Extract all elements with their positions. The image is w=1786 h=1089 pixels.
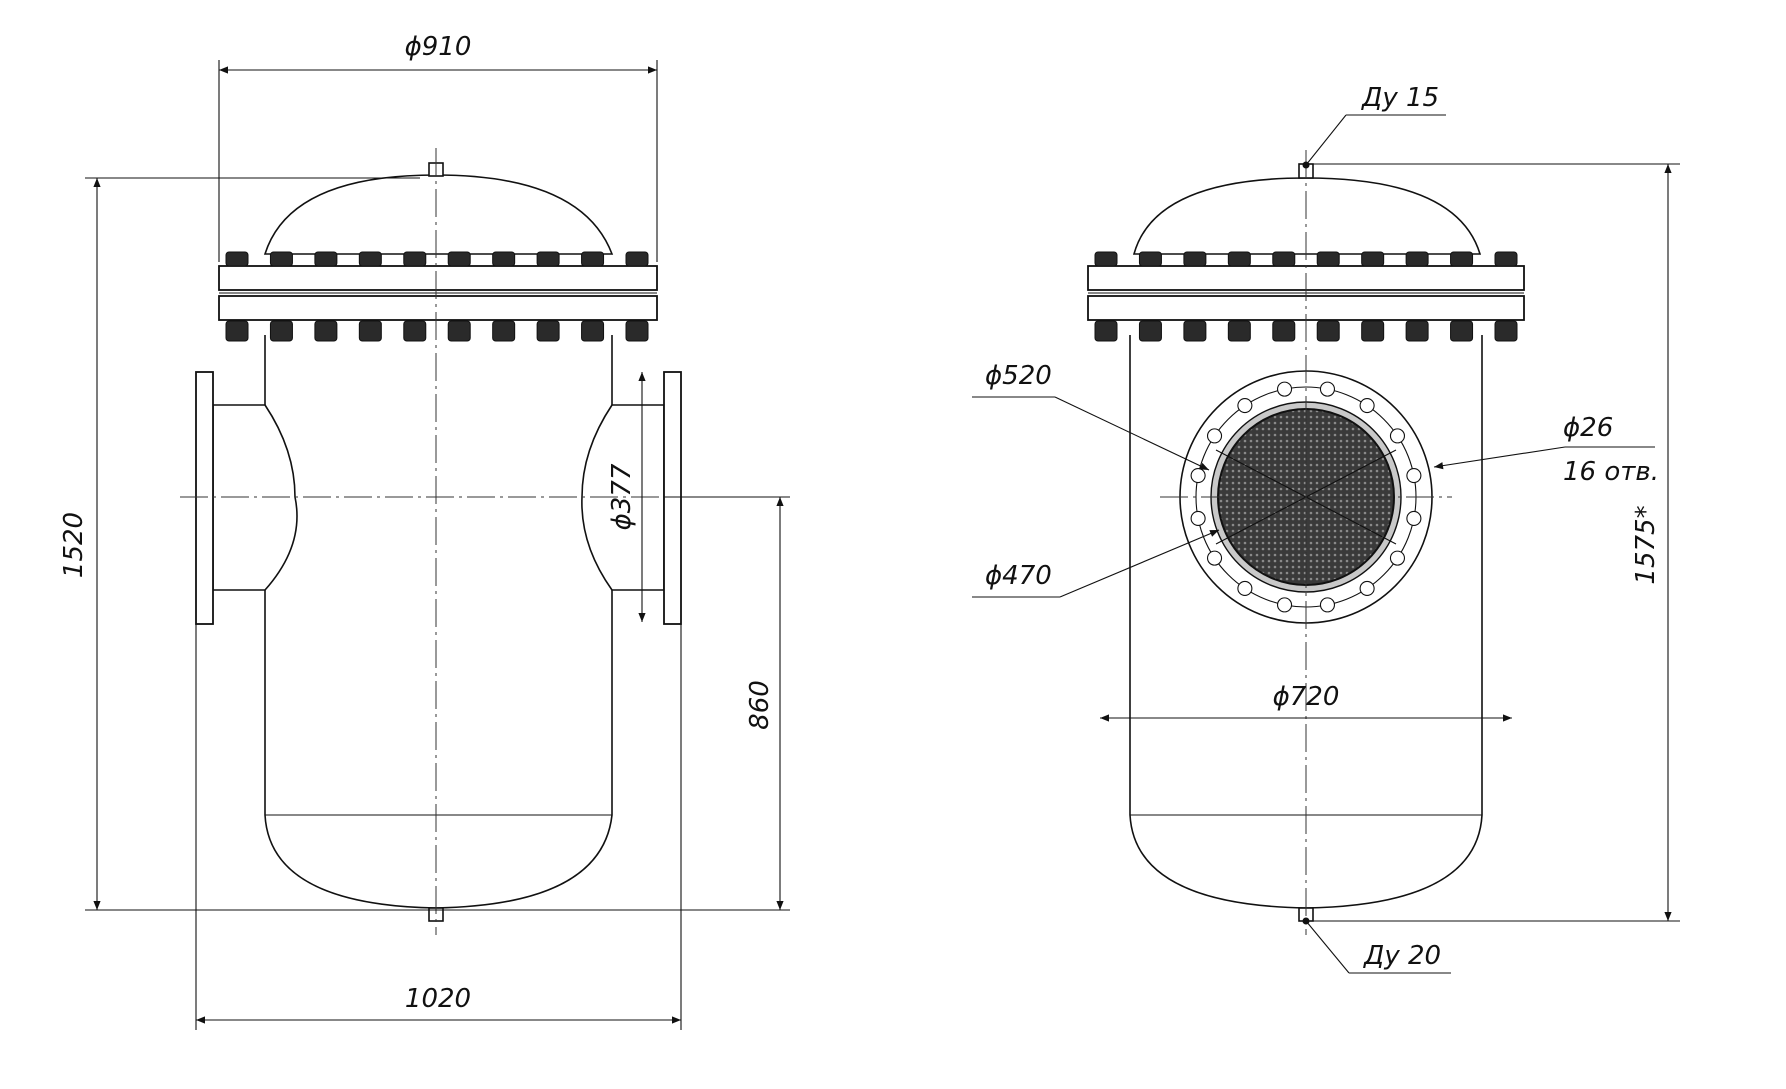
flange-bolt bbox=[1450, 320, 1474, 342]
flange-bolt bbox=[225, 320, 249, 342]
label-top-port-text: Ду 15 bbox=[1361, 83, 1439, 113]
flange-hole bbox=[1276, 597, 1293, 613]
flange-hole bbox=[1276, 381, 1293, 397]
flange-bolt bbox=[269, 320, 293, 342]
dim-total-height-front: 1520 bbox=[59, 177, 790, 911]
dim-total-width: 1020 bbox=[195, 624, 682, 1030]
flange-bolt bbox=[1094, 251, 1118, 267]
flange-hole bbox=[1389, 428, 1406, 444]
flange-hole bbox=[1190, 510, 1206, 527]
label-bottom-port-text: Ду 20 bbox=[1363, 941, 1441, 971]
flange-hole bbox=[1319, 597, 1336, 613]
flange-bolt bbox=[1227, 320, 1251, 342]
flange-bolt bbox=[1272, 251, 1296, 267]
flange-bolt bbox=[358, 251, 382, 267]
flange-bolt bbox=[536, 320, 560, 342]
flange-bolt bbox=[314, 251, 338, 267]
flange-bolt bbox=[1494, 320, 1518, 342]
flange-bolt bbox=[447, 320, 471, 342]
flange-bolt bbox=[1138, 320, 1162, 342]
front-view: ϕ910 1520 ϕ377 860 1020 bbox=[59, 32, 790, 1030]
flange-bolt bbox=[625, 251, 649, 267]
flange-bolt bbox=[581, 251, 605, 267]
flange-hole bbox=[1206, 550, 1223, 566]
flange-bolt bbox=[269, 251, 293, 267]
flange-bolt bbox=[1138, 251, 1162, 267]
dim-flange-diameter: ϕ910 bbox=[218, 32, 658, 262]
flange-bolt bbox=[1183, 320, 1207, 342]
front-vessel-shell bbox=[263, 162, 614, 922]
dim-total-height-side-label: 1575* bbox=[1631, 505, 1661, 584]
flange-bolt bbox=[447, 251, 471, 267]
dim-total-height-side: 1575* bbox=[1313, 163, 1680, 922]
flange-bolt bbox=[1494, 251, 1518, 267]
flange-bolt bbox=[1405, 251, 1429, 267]
flange-hole bbox=[1237, 580, 1253, 597]
flange-bolt bbox=[1316, 320, 1340, 342]
dim-outer-diameter: ϕ520 bbox=[972, 361, 1210, 471]
flange-bolt bbox=[403, 320, 427, 342]
dim-hole-diameter: ϕ26 16 отв. bbox=[1433, 413, 1659, 487]
flange-bolt bbox=[1361, 251, 1385, 267]
flange-hole bbox=[1206, 428, 1223, 444]
flange-bolt bbox=[1316, 251, 1340, 267]
flange-bolt bbox=[625, 320, 649, 342]
flange-hole bbox=[1319, 381, 1336, 397]
dim-hole-diameter-label: ϕ26 bbox=[1563, 413, 1613, 443]
flange-bolt bbox=[1094, 320, 1118, 342]
flange-bolt bbox=[492, 251, 516, 267]
flange-bolt bbox=[1361, 320, 1385, 342]
flange-hole bbox=[1406, 510, 1422, 527]
flange-bolt bbox=[536, 251, 560, 267]
dim-vessel-diameter-label: ϕ720 bbox=[1273, 682, 1340, 712]
dim-hole-count-label: 16 отв. bbox=[1563, 457, 1659, 487]
dim-vessel-diameter: ϕ720 bbox=[1100, 682, 1512, 722]
flange-hole bbox=[1237, 397, 1253, 414]
flange-bolt bbox=[1405, 320, 1429, 342]
dim-nozzle-height-label: 860 bbox=[745, 680, 775, 730]
flange-bolt bbox=[403, 251, 427, 267]
dim-nozzle-diameter-label: ϕ377 bbox=[607, 463, 637, 530]
flange-bolt bbox=[358, 320, 382, 342]
flange-bolt bbox=[492, 320, 516, 342]
flange-hole bbox=[1406, 467, 1422, 484]
dim-inner-diameter: ϕ470 bbox=[972, 529, 1220, 598]
side-view: Ду 15 Ду 20 ϕ520 ϕ470 ϕ26 16 отв. bbox=[972, 83, 1680, 974]
dim-nozzle-height: 860 bbox=[664, 496, 790, 910]
flange-bolt bbox=[1450, 251, 1474, 267]
flange-hole bbox=[1359, 397, 1375, 414]
dim-outer-diameter-label: ϕ520 bbox=[985, 361, 1052, 391]
flange-hole bbox=[1190, 467, 1206, 484]
dim-inner-diameter-label: ϕ470 bbox=[985, 561, 1052, 591]
flange-bolt bbox=[1183, 251, 1207, 267]
dim-nozzle-diameter: ϕ377 bbox=[607, 372, 646, 622]
dim-total-width-label: 1020 bbox=[405, 984, 471, 1014]
label-top-port: Ду 15 bbox=[1302, 83, 1446, 169]
flange-bolt bbox=[225, 251, 249, 267]
flange-hole bbox=[1389, 550, 1406, 566]
dim-total-height-front-label: 1520 bbox=[59, 512, 89, 578]
flange-bolt bbox=[314, 320, 338, 342]
front-body-flange bbox=[218, 251, 658, 342]
dim-flange-diameter-label: ϕ910 bbox=[405, 32, 472, 62]
flange-bolt bbox=[1227, 251, 1251, 267]
flange-hole bbox=[1359, 580, 1375, 597]
flange-bolt bbox=[1272, 320, 1296, 342]
flange-bolt bbox=[581, 320, 605, 342]
label-bottom-port: Ду 20 bbox=[1302, 917, 1451, 974]
